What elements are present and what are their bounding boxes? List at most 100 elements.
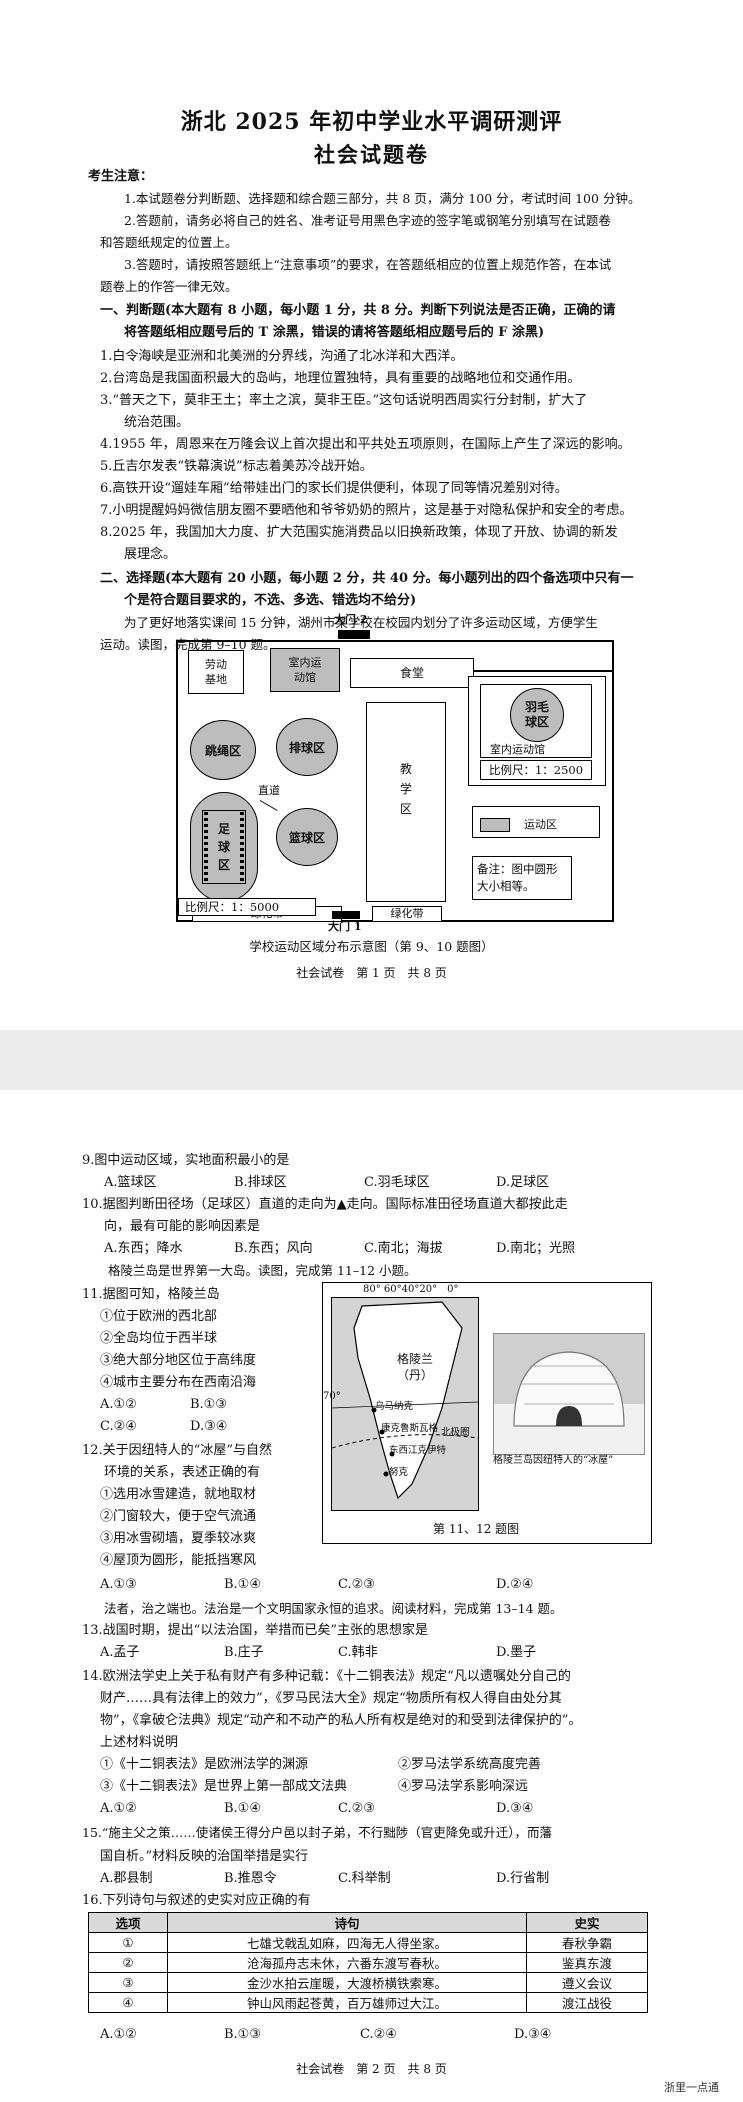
table-cell: ④	[88, 1992, 168, 2013]
q11-stem: 11.据图可知，格陵兰岛	[82, 1287, 220, 1302]
judgment-item: 展理念。	[124, 547, 177, 562]
q11-item: ②全岛均位于西半球	[100, 1331, 218, 1346]
table-cell: 鉴真东渡	[526, 1952, 648, 1973]
straight-road-label: 直道	[258, 784, 280, 797]
q14-item: ④罗马法学系影响深远	[398, 1779, 529, 1794]
q16-option: B.①③	[224, 2027, 261, 2042]
green-belt-right: 绿化带	[372, 906, 442, 922]
labor-base: 劳动 基地	[188, 650, 244, 694]
q11-option: A.①②	[100, 1397, 137, 1412]
q10-option: A.东西；降水	[104, 1241, 183, 1256]
track-lane-right	[240, 812, 244, 882]
main-scale: 比例尺：1：5000	[178, 898, 316, 916]
notice-line: 1.本试题卷分判断题、选择题和综合题三部分，共 8 页，满分 100 分，考试时…	[124, 191, 641, 206]
judgment-item: 8.2025 年，我国加大力度、扩大范围实施消费品以旧换新政策，体现了开放、协调…	[100, 525, 618, 540]
lat-70-label: 70°	[323, 1391, 341, 1402]
igloo-photo	[493, 1333, 645, 1455]
q15-option: C.科举制	[338, 1871, 391, 1886]
q16-stem: 16.下列诗句与叙述的史实对应正确的有	[82, 1893, 311, 1908]
q12-item: ③用冰雪砌墙，夏季较冰爽	[100, 1531, 257, 1546]
q11-intro: 格陵兰岛是世界第一大岛。读图，完成第 11–12 小题。	[108, 1263, 417, 1278]
q14-item: ①《十二铜表法》是欧洲法学的渊源	[100, 1757, 309, 1772]
judgment-item: 2.台湾岛是我国面积最大的岛屿，地理位置独特，具有重要的战略地位和交通作用。	[100, 371, 581, 386]
gate-2-mark	[338, 630, 370, 639]
q14-option: B.①④	[224, 1801, 261, 1816]
q13-option: B.庄子	[224, 1645, 264, 1660]
q11-item: ③绝大部分地区位于高纬度	[100, 1353, 257, 1368]
section1-heading: 一、判断题(本大题有 8 小题，每小题 1 分，共 8 分。判断下列说法是否正确…	[100, 303, 616, 318]
football-label: 足 球 区	[218, 822, 231, 872]
q11-option: B.①③	[190, 1397, 227, 1412]
q11-option: C.②④	[100, 1419, 137, 1434]
table-row: ④ 钟山风雨起苍黄，百万雄师过大江。 渡江战役	[88, 1992, 648, 2013]
city-label: 努克	[389, 1467, 409, 1478]
city-label: 乌马纳克	[375, 1401, 414, 1412]
q12-item: ②门窗较大，便于空气流通	[100, 1509, 257, 1524]
judgment-item: 3.“普天之下，莫非王土；率土之滨，莫非王臣。”这句话说明西周实行分封制，扩大了	[100, 393, 588, 408]
q9-option: A.篮球区	[104, 1175, 157, 1190]
q9-option: D.足球区	[496, 1175, 550, 1190]
q14-stem: 财产……具有法律上的效力”，《罗马民法大全》规定“物质所有权人得自由处分其	[100, 1691, 562, 1706]
table-cell: 遵义会议	[526, 1972, 648, 1993]
exam-subtitle: 社会试题卷	[314, 142, 429, 167]
table-cell: ③	[88, 1972, 168, 1993]
q13-option: C.韩非	[338, 1645, 378, 1660]
q10-stem: 向，最有可能的影响因素是	[104, 1219, 261, 1234]
greenland-name: 格陵兰 （丹）	[397, 1352, 434, 1382]
q12-stem: 环境的关系，表述正确的有	[104, 1465, 261, 1480]
table-row: ① 七雄戈戟乱如麻，四海无人得坐家。 春秋争霸	[88, 1932, 648, 1953]
q13-stem: 13.战国时期，提出“以法治国，举措而已矣”主张的思想家是	[82, 1623, 428, 1638]
indoor-center: 室内运 动馆	[270, 648, 340, 692]
indoor-hall-label: 室内运动馆	[490, 743, 545, 756]
track-lane-left	[204, 812, 208, 882]
table-header: 诗句	[167, 1912, 527, 1933]
judgment-item: 5.丘吉尔发表“铁幕演说”标志着美苏冷战开始。	[100, 459, 373, 474]
q13-option: A.孟子	[100, 1645, 140, 1660]
q9-option: C.羽毛球区	[364, 1175, 430, 1190]
q14-option: C.②③	[338, 1801, 375, 1816]
q15-option: D.行省制	[496, 1871, 550, 1886]
table-header: 史实	[526, 1912, 648, 1933]
q12-option: A.①③	[100, 1577, 137, 1592]
q10-option: C.南北；海拔	[364, 1241, 443, 1256]
q10-stem: 10.据图判断田径场（足球区）直道的走向为▲走向。国际标准田径场直道大都按此走	[82, 1197, 568, 1212]
judgment-item: 6.高铁开设“遛娃车厢”给带娃出门的家长们提供便利，体现了同等情况差别对待。	[100, 481, 568, 496]
q14-option: A.①②	[100, 1801, 137, 1816]
legend-frame	[472, 806, 600, 838]
page-footer: 社会试卷 第 1 页 共 8 页	[296, 966, 447, 980]
figure-caption: 第 11、12 题图	[433, 1522, 520, 1536]
city-label: 康克鲁斯瓦格	[381, 1423, 439, 1434]
inset-scale: 比例尺：1：2500	[480, 760, 592, 780]
q15-option: A.郡县制	[100, 1871, 153, 1886]
exam-title: 浙北 2025 年初中学业水平调研测评	[180, 109, 563, 135]
section1-heading: 将答题纸相应题号后的 T 涂黑，错误的请将答题纸相应题号后的 F 涂黑)	[124, 325, 545, 340]
basketball-area: 篮球区	[276, 808, 338, 866]
table-row: ② 沧海孤舟志未休，六番东渡写春秋。 鉴真东渡	[88, 1952, 648, 1973]
map-caption: 学校运动区域分布示意图（第 9、10 题图）	[249, 939, 494, 954]
table-row: ③ 金沙水拍云崖暖，大渡桥横铁索寒。 遵义会议	[88, 1972, 648, 1993]
judgment-item: 4.1955 年，周恩来在万隆会议上首次提出和平共处五项原则，在国际上产生了深远…	[100, 437, 631, 452]
q12-item: ④屋顶为圆形，能抵挡寒风	[100, 1553, 257, 1568]
greenland-map	[331, 1297, 479, 1511]
judgment-item: 7.小明提醒妈妈微信朋友圈不要晒他和爷爷奶奶的照片，这是基于对隐私保护和安全的考…	[100, 503, 633, 518]
longitude-labels: 80° 60°40°20° 0°	[363, 1284, 459, 1295]
q15-stem: 国自析。”材料反映的治国举措是实行	[100, 1849, 309, 1864]
q16-table: 选项 诗句 史实 ① 七雄戈戟乱如麻，四海无人得坐家。 春秋争霸 ② 沧海孤舟志…	[88, 1912, 648, 2013]
football-pitch	[202, 810, 246, 884]
road-pointer	[259, 800, 278, 811]
q13-option: D.墨子	[496, 1645, 537, 1660]
canteen: 食堂	[350, 658, 474, 688]
q11-item: ①位于欧洲的西北部	[100, 1309, 218, 1324]
notice-line: 3.答题时，请按照答题纸上“注意事项”的要求，在答题纸相应的位置上规范作答，在本…	[124, 257, 612, 272]
q11-item: ④城市主要分布在西南沿海	[100, 1375, 257, 1390]
judgment-item: 统治范围。	[124, 415, 190, 430]
q9-option: B.排球区	[234, 1175, 287, 1190]
greenland-shape	[332, 1298, 478, 1510]
section2-heading: 二、选择题(本大题有 20 小题，每小题 2 分，共 40 分。每小题列出的四个…	[100, 571, 634, 586]
q12-option: D.②④	[496, 1577, 534, 1592]
q9-intro: 为了更好地落实课间 15 分钟，湖州市某学校在校园内划分了许多运动区域，方便学生	[124, 615, 598, 630]
q11-option: D.③④	[190, 1419, 228, 1434]
q13-intro: 法者，治之端也。法治是一个文明国家永恒的追求。阅读材料，完成第 13–14 题。	[104, 1601, 563, 1616]
q12-option: C.②③	[338, 1577, 375, 1592]
igloo-icon	[494, 1334, 644, 1454]
